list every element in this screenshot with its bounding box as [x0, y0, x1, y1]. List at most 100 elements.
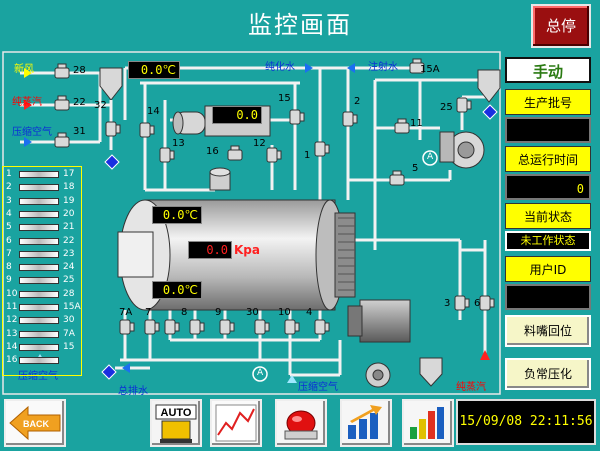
nozzle-indicator	[19, 171, 59, 178]
nozzle-return-button[interactable]: 料嘴回位	[505, 315, 591, 347]
valve-number: 14	[147, 106, 160, 117]
list-item-left-number: 7	[6, 248, 12, 259]
list-item-left-number: 1	[6, 169, 12, 179]
tank-bottom-temperature-readout: 0.0℃	[152, 281, 202, 299]
statistics-button[interactable]	[340, 399, 392, 447]
label-compressed-air: 压缩空气	[12, 127, 52, 138]
report-button[interactable]	[402, 399, 454, 447]
back-button[interactable]: BACK	[4, 399, 66, 447]
list-item-right-number: 28	[63, 288, 75, 299]
list-item-left-number: 11	[6, 302, 18, 312]
label-drain: 总排水	[118, 386, 148, 397]
valve-number: 13	[172, 138, 185, 149]
valve-number: 6	[474, 298, 481, 309]
alarm-light-icon	[284, 410, 318, 440]
runtime-label: 总运行时间	[505, 146, 591, 172]
list-item-left-number: 6	[6, 235, 12, 246]
nozzle-indicator	[19, 330, 59, 338]
valve-number: 22	[73, 97, 86, 108]
runtime-value: 0	[505, 174, 591, 200]
list-item-left-number: 2	[6, 182, 12, 193]
batch-value[interactable]	[505, 117, 591, 143]
tank-pressure-readout: 0.0	[188, 241, 232, 259]
list-item-right-number: 23	[63, 248, 75, 259]
list-item-right-number: 17	[63, 169, 75, 179]
valve-number: 30	[246, 307, 259, 318]
auto-label: AUTO	[161, 407, 192, 419]
list-item-left-number: 10	[6, 288, 18, 299]
list-item-left-number: 3	[6, 195, 12, 206]
state-label: 当前状态	[505, 203, 591, 229]
nozzle-indicator	[19, 357, 59, 365]
back-arrow-icon: BACK	[9, 405, 61, 441]
list-item-left-number: 12	[6, 315, 18, 326]
valve-number: 8	[181, 307, 188, 318]
valve-number: 7	[145, 307, 152, 318]
page-title: 监控画面	[248, 11, 352, 39]
nozzle-indicator	[19, 264, 59, 272]
valve-number: 16	[206, 146, 219, 157]
label-pure-water: 纯化水	[265, 62, 295, 73]
label-compressed-air-left: 压缩空气	[18, 371, 58, 382]
alarm-button[interactable]	[275, 399, 327, 447]
state-value: 未工作状态	[505, 231, 591, 251]
valve-number: 28	[73, 65, 86, 76]
line-chart-icon	[215, 404, 257, 442]
bar-up-icon	[348, 405, 382, 439]
list-item-left-number: 9	[6, 275, 12, 286]
nozzle-indicator	[19, 224, 59, 232]
nozzle-indicator	[19, 210, 59, 218]
list-item-right-number: 19	[63, 195, 75, 206]
list-item-right-number: 7A	[63, 328, 75, 339]
valve-number: 5	[412, 163, 419, 174]
valve-number: 12	[253, 138, 266, 149]
list-item-right-number: 30	[63, 315, 75, 326]
list-item-left-number: 4	[6, 208, 12, 219]
auto-icon: AUTO	[155, 404, 197, 443]
nozzle-indicator	[19, 250, 59, 258]
list-item-left-number: 8	[6, 262, 12, 273]
valve-number: 7A	[119, 307, 133, 318]
nozzle-indicator	[19, 290, 59, 298]
mode-indicator: 手动	[505, 57, 591, 83]
batch-label: 生产批号	[505, 89, 591, 115]
valve-number: 9	[215, 307, 222, 318]
list-item-left-number: 5	[6, 222, 12, 233]
list-item-right-number: 21	[63, 222, 75, 233]
valve-number: 3	[444, 298, 451, 309]
user-value[interactable]	[505, 284, 591, 310]
valve-number: 11	[410, 118, 423, 129]
trend-chart-button[interactable]	[210, 399, 262, 447]
nozzle-indicator	[19, 184, 59, 192]
list-item-right-number: 24	[63, 262, 75, 273]
nozzle-indicator	[19, 197, 59, 205]
label-fresh-air: 新风	[14, 64, 34, 75]
valve-number: 15A	[420, 64, 440, 75]
user-label: 用户ID	[505, 256, 591, 282]
valve-number: 2	[354, 96, 361, 107]
list-item-right-number: 18	[63, 182, 75, 193]
valve-number: 4	[306, 307, 313, 318]
gauge-a-label: A	[427, 152, 434, 162]
list-item-right-number: 22	[63, 235, 75, 246]
pressure-unit: Kpa	[234, 243, 260, 257]
gauge-a-label-2: A	[257, 368, 264, 378]
nozzle-indicator	[19, 343, 59, 351]
auto-mode-button[interactable]: AUTO	[150, 399, 202, 447]
tank-top-temperature-readout: 0.0℃	[152, 206, 202, 224]
bar-chart-icon	[410, 407, 444, 439]
list-item-right-number: 20	[63, 208, 75, 219]
emergency-stop-button[interactable]: 总停	[531, 4, 591, 48]
nozzle-indicator	[19, 277, 59, 285]
list-item-left-number: 16	[6, 355, 18, 366]
label-pure-steam: 纯蒸汽	[12, 97, 42, 108]
valve-number: 15	[278, 93, 291, 104]
negative-pressure-button[interactable]: 负常压化	[505, 358, 591, 390]
back-label: BACK	[23, 419, 49, 429]
label-injection-water: 注射水	[368, 62, 398, 73]
valve-number: 31	[73, 126, 86, 137]
list-item-right-number: 25	[63, 275, 75, 286]
